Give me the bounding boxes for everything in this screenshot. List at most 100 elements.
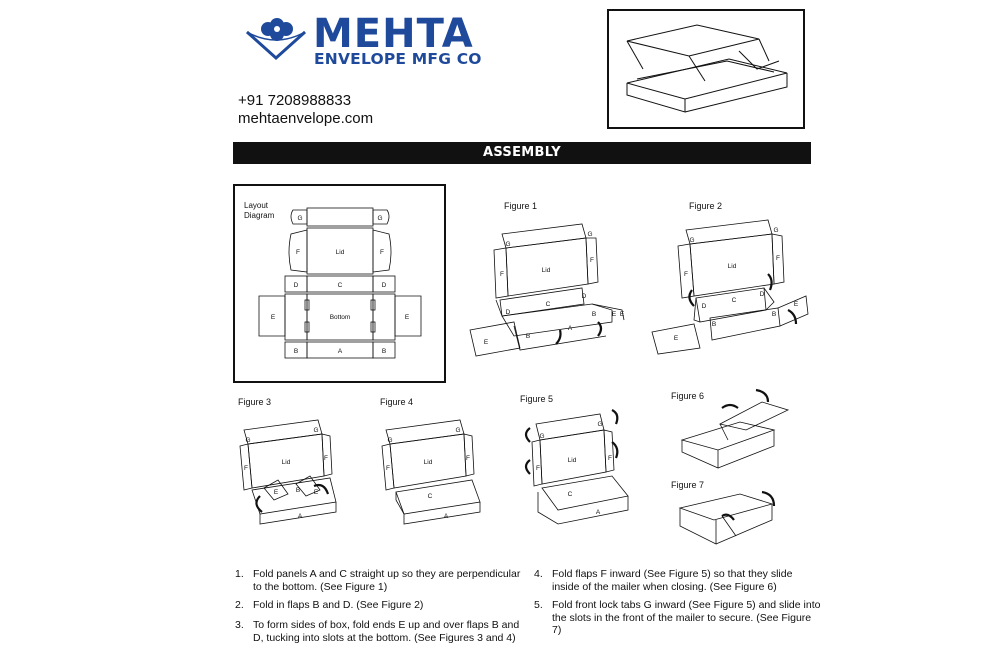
panel-label-c: C <box>338 282 343 289</box>
panel-label-b-left: B <box>294 348 298 355</box>
svg-text:F: F <box>466 455 470 462</box>
svg-text:F: F <box>590 257 594 264</box>
svg-text:C: C <box>428 493 433 500</box>
figure-3-label: Figure 3 <box>238 397 272 407</box>
layout-diagram: Layout Diagram <box>233 184 446 383</box>
svg-text:G: G <box>245 437 250 444</box>
svg-text:F: F <box>500 271 504 278</box>
panel-label-a: A <box>338 348 343 355</box>
panel-label-e-left: E <box>271 314 276 321</box>
step-1-number: 1. <box>235 568 244 580</box>
svg-text:A: A <box>444 513 449 520</box>
svg-text:E: E <box>674 335 679 342</box>
figure-7-illustration <box>678 490 776 545</box>
svg-text:B: B <box>772 311 776 318</box>
step-2: 2. Fold in flaps B and D. (See Figure 2) <box>235 599 535 613</box>
svg-text:F: F <box>244 465 248 472</box>
svg-text:G: G <box>455 427 460 434</box>
svg-text:B: B <box>712 321 716 328</box>
svg-text:E: E <box>620 311 625 318</box>
step-1: 1. Fold panels A and C straight up so th… <box>235 568 535 594</box>
svg-text:G: G <box>597 421 602 428</box>
svg-text:A: A <box>596 509 601 516</box>
panel-label-f-right: F <box>380 249 384 256</box>
svg-text:B: B <box>296 487 300 494</box>
product-illustration <box>607 9 805 129</box>
brand-subtitle: ENVELOPE MFG CO <box>314 50 482 68</box>
figure-2-label: Figure 2 <box>689 201 723 211</box>
svg-text:G: G <box>773 227 778 234</box>
svg-text:G: G <box>313 427 318 434</box>
svg-text:E: E <box>612 311 617 318</box>
svg-text:C: C <box>732 297 737 304</box>
svg-text:D: D <box>506 309 511 316</box>
svg-text:Lid: Lid <box>542 267 551 274</box>
panel-label-g-left: G <box>297 215 302 222</box>
step-4-number: 4. <box>534 568 543 580</box>
figure-6-label: Figure 6 <box>671 391 705 401</box>
svg-text:Lid: Lid <box>568 457 577 464</box>
svg-text:E: E <box>794 301 799 308</box>
svg-text:F: F <box>608 455 612 462</box>
step-5-text: Fold front lock tabs G inward (See Figur… <box>552 599 821 636</box>
step-3-text: To form sides of box, fold ends E up and… <box>253 619 520 644</box>
svg-text:F: F <box>536 465 540 472</box>
svg-text:A: A <box>298 513 303 520</box>
svg-text:G: G <box>539 433 544 440</box>
svg-text:F: F <box>776 255 780 262</box>
svg-text:Lid: Lid <box>424 459 433 466</box>
layout-diagram-title-line1: Layout <box>244 201 269 210</box>
step-5: 5. Fold front lock tabs G inward (See Fi… <box>534 599 834 639</box>
svg-text:E: E <box>484 339 489 346</box>
website-link[interactable]: mehtaenvelope.com <box>238 110 374 127</box>
svg-text:F: F <box>684 271 688 278</box>
svg-text:G: G <box>689 237 694 244</box>
panel-label-d-right: D <box>382 282 387 289</box>
step-2-number: 2. <box>235 599 244 611</box>
svg-text:E: E <box>314 489 319 496</box>
svg-text:B: B <box>592 311 596 318</box>
svg-text:G: G <box>387 437 392 444</box>
panel-label-b-right: B <box>382 348 386 355</box>
figure-1-label: Figure 1 <box>504 201 538 211</box>
svg-text:D: D <box>702 303 707 310</box>
panel-label-bottom: Bottom <box>330 314 351 321</box>
step-3-number: 3. <box>235 619 244 631</box>
section-title-bar: ASSEMBLY <box>233 142 811 164</box>
figure-7-label: Figure 7 <box>671 480 705 490</box>
svg-text:F: F <box>324 455 328 462</box>
step-4: 4. Fold flaps F inward (See Figure 5) so… <box>534 568 834 594</box>
svg-text:Lid: Lid <box>282 459 291 466</box>
figure-5-label: Figure 5 <box>520 394 554 404</box>
svg-text:D: D <box>760 291 765 298</box>
step-4-text: Fold flaps F inward (See Figure 5) so th… <box>552 568 793 593</box>
panel-label-f-left: F <box>296 249 300 256</box>
svg-text:E: E <box>274 489 279 496</box>
svg-text:F: F <box>386 465 390 472</box>
step-3: 3. To form sides of box, fold ends E up … <box>235 619 535 659</box>
svg-text:Lid: Lid <box>728 263 737 270</box>
svg-text:A: A <box>568 325 573 332</box>
phone-number: +91 7208988833 <box>238 92 352 109</box>
svg-text:D: D <box>582 293 587 300</box>
panel-label-e-right: E <box>405 314 410 321</box>
brand-name: MEHTA <box>313 11 474 57</box>
svg-text:C: C <box>546 301 551 308</box>
panel-label-d-left: D <box>294 282 299 289</box>
step-2-text: Fold in flaps B and D. (See Figure 2) <box>253 599 424 611</box>
layout-diagram-title-line2: Diagram <box>244 211 275 220</box>
figure-4-label: Figure 4 <box>380 397 414 407</box>
logo-mark-icon <box>244 18 308 67</box>
svg-text:G: G <box>587 231 592 238</box>
step-1-text: Fold panels A and C straight up so they … <box>253 568 521 593</box>
figure-6-illustration <box>680 388 790 469</box>
panel-label-lid: Lid <box>336 249 345 256</box>
svg-text:C: C <box>568 491 573 498</box>
panel-label-g-right: G <box>377 215 382 222</box>
svg-text:B: B <box>526 333 530 340</box>
svg-text:G: G <box>505 241 510 248</box>
